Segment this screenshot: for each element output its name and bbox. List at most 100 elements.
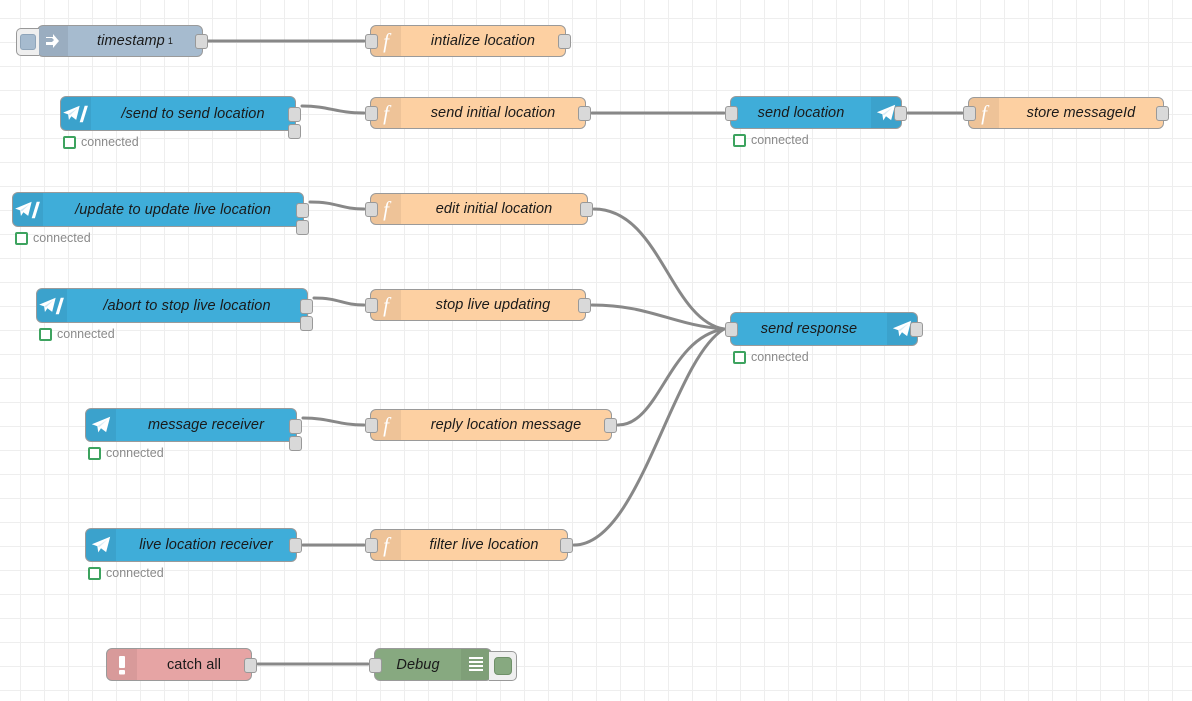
node-label: stop live updating [435, 297, 551, 313]
node-debug[interactable]: Debug [369, 648, 517, 681]
node-send-to-send-location[interactable]: /send to send location connected [60, 96, 301, 149]
telegram-plane-icon [86, 409, 116, 441]
node-label: send location [757, 104, 845, 121]
output-port[interactable] [244, 657, 257, 673]
status-square-icon [88, 446, 101, 460]
output-port[interactable] [580, 202, 593, 217]
output-port[interactable] [195, 34, 208, 49]
output-port-1[interactable] [289, 419, 302, 434]
node-reply-location-message[interactable]: f reply location message [365, 409, 617, 441]
status-badge: connected [88, 566, 164, 580]
wire[interactable] [590, 303, 726, 331]
function-f-icon: f [383, 197, 392, 221]
wire[interactable] [301, 416, 366, 427]
output-port[interactable] [894, 105, 907, 121]
status-badge: connected [63, 135, 139, 149]
input-port[interactable] [365, 34, 378, 49]
input-port[interactable] [725, 322, 738, 337]
node-label: intialize location [430, 33, 536, 49]
node-intialize-location[interactable]: f intialize location [365, 25, 571, 57]
status-badge: connected [15, 231, 91, 245]
input-port[interactable] [369, 657, 382, 673]
node-send-initial-location[interactable]: f send initial location [365, 97, 591, 129]
function-f-icon: f [383, 101, 392, 125]
output-port-2[interactable] [296, 220, 309, 235]
function-f-icon: f [383, 293, 392, 317]
node-label: Debug [396, 656, 440, 673]
output-port-1[interactable] [288, 107, 301, 122]
status-text: connected [81, 135, 139, 149]
status-text: connected [33, 231, 91, 245]
inject-trigger-button[interactable] [16, 28, 39, 56]
output-port[interactable] [578, 106, 591, 121]
node-label: message receiver [147, 417, 265, 433]
telegram-plane-icon [892, 320, 912, 337]
input-port[interactable] [365, 298, 378, 313]
telegram-plane-icon [86, 529, 116, 561]
function-f-icon: f [383, 533, 392, 557]
input-port[interactable] [365, 202, 378, 217]
wire[interactable] [300, 104, 366, 115]
output-port-2[interactable] [288, 124, 301, 139]
status-badge: connected [39, 327, 115, 341]
input-port[interactable] [365, 106, 378, 121]
output-port[interactable] [558, 34, 571, 49]
telegram-command-icon [63, 105, 88, 122]
node-catch-all[interactable]: catch all [106, 648, 257, 681]
output-port[interactable] [578, 298, 591, 313]
function-f-icon: f [383, 413, 392, 437]
output-port[interactable] [604, 418, 617, 433]
node-abort-stop-live-location[interactable]: /abort to stop live location connected [36, 288, 313, 341]
input-port[interactable] [725, 105, 738, 121]
output-port-2[interactable] [300, 316, 313, 331]
function-f-icon: f [383, 29, 392, 53]
wire[interactable] [312, 296, 366, 307]
output-port[interactable] [289, 538, 302, 553]
node-store-messageid[interactable]: f store messageId [963, 97, 1169, 129]
wire[interactable] [308, 200, 366, 211]
exclamation-icon [107, 649, 137, 680]
node-label: /abort to stop live location [103, 297, 271, 314]
svg-text:f: f [383, 533, 392, 557]
telegram-plane-icon [91, 416, 111, 433]
input-port[interactable] [963, 106, 976, 121]
input-port[interactable] [365, 538, 378, 553]
wire[interactable] [616, 327, 726, 427]
node-label: catch all [166, 656, 222, 673]
output-port-1[interactable] [296, 203, 309, 218]
status-square-icon [63, 135, 76, 149]
wire[interactable] [592, 207, 726, 331]
svg-text:f: f [981, 101, 990, 125]
node-label: reply location message [430, 417, 582, 433]
output-port-2[interactable] [289, 436, 302, 451]
telegram-command-icon [15, 201, 40, 218]
output-port[interactable] [1156, 106, 1169, 121]
node-label: /send to send location [121, 105, 265, 122]
telegram-plane-icon [876, 104, 896, 120]
svg-text:f: f [383, 413, 392, 437]
debug-toggle-button[interactable] [489, 650, 517, 681]
node-label: send initial location [430, 105, 556, 121]
exclamation-icon [119, 655, 125, 674]
output-port-1[interactable] [300, 299, 313, 314]
node-send-location[interactable]: send location connected [725, 96, 907, 147]
input-port[interactable] [365, 418, 378, 433]
output-port[interactable] [560, 538, 573, 553]
node-label: store messageId [1026, 105, 1136, 121]
status-square-icon [733, 350, 746, 364]
debug-lines-icon [469, 656, 483, 671]
telegram-command-icon [37, 289, 67, 322]
inject-arrow-icon [38, 26, 68, 56]
output-port[interactable] [910, 322, 923, 337]
status-badge: connected [733, 133, 809, 147]
node-stop-live-updating[interactable]: f stop live updating [365, 289, 591, 321]
